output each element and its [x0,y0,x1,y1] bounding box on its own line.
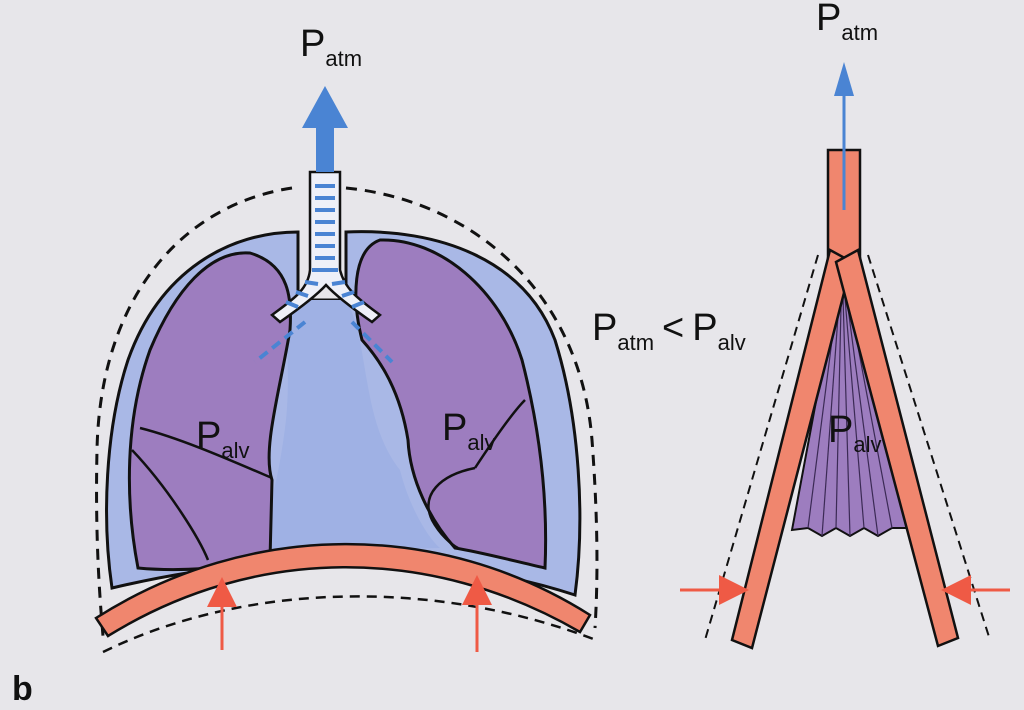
right-bronchus-dash [350,320,394,364]
p-alv-label-left-lung: Palv [196,415,249,463]
diaphragm [94,542,592,638]
left-lung-fissure [139,426,273,480]
trachea-rings [285,184,365,309]
right-lung-fissure-2 [473,399,526,469]
panel-label: b [12,670,33,708]
left-lung-fissure-2 [131,449,210,561]
p-atm-label-left: Patm [300,23,362,71]
p-alv-label-right-lung: Palv [442,407,495,455]
diaphragm-previous-position [102,595,597,654]
pressure-comparison: Patm<Palv [592,307,746,355]
chest-wall-outline-right [345,186,599,629]
right-lung [354,238,548,570]
chest-wall-outline [95,186,293,637]
p-alv-label-bellows: Palv [828,409,881,457]
thorax-illustration: Patm Palv Palv [94,23,599,654]
airflow-out-arrow [302,86,348,172]
bellows-airflow-arrowhead [834,62,854,96]
p-atm-label-right: Patm [816,0,878,45]
bellows-model: Patm Palv [680,0,1010,650]
left-lung [127,251,292,572]
mediastinum [250,300,440,552]
left-bronchus-dash [253,320,307,364]
bellows-right-arm [834,248,960,648]
right-lung-fissure [427,466,476,550]
